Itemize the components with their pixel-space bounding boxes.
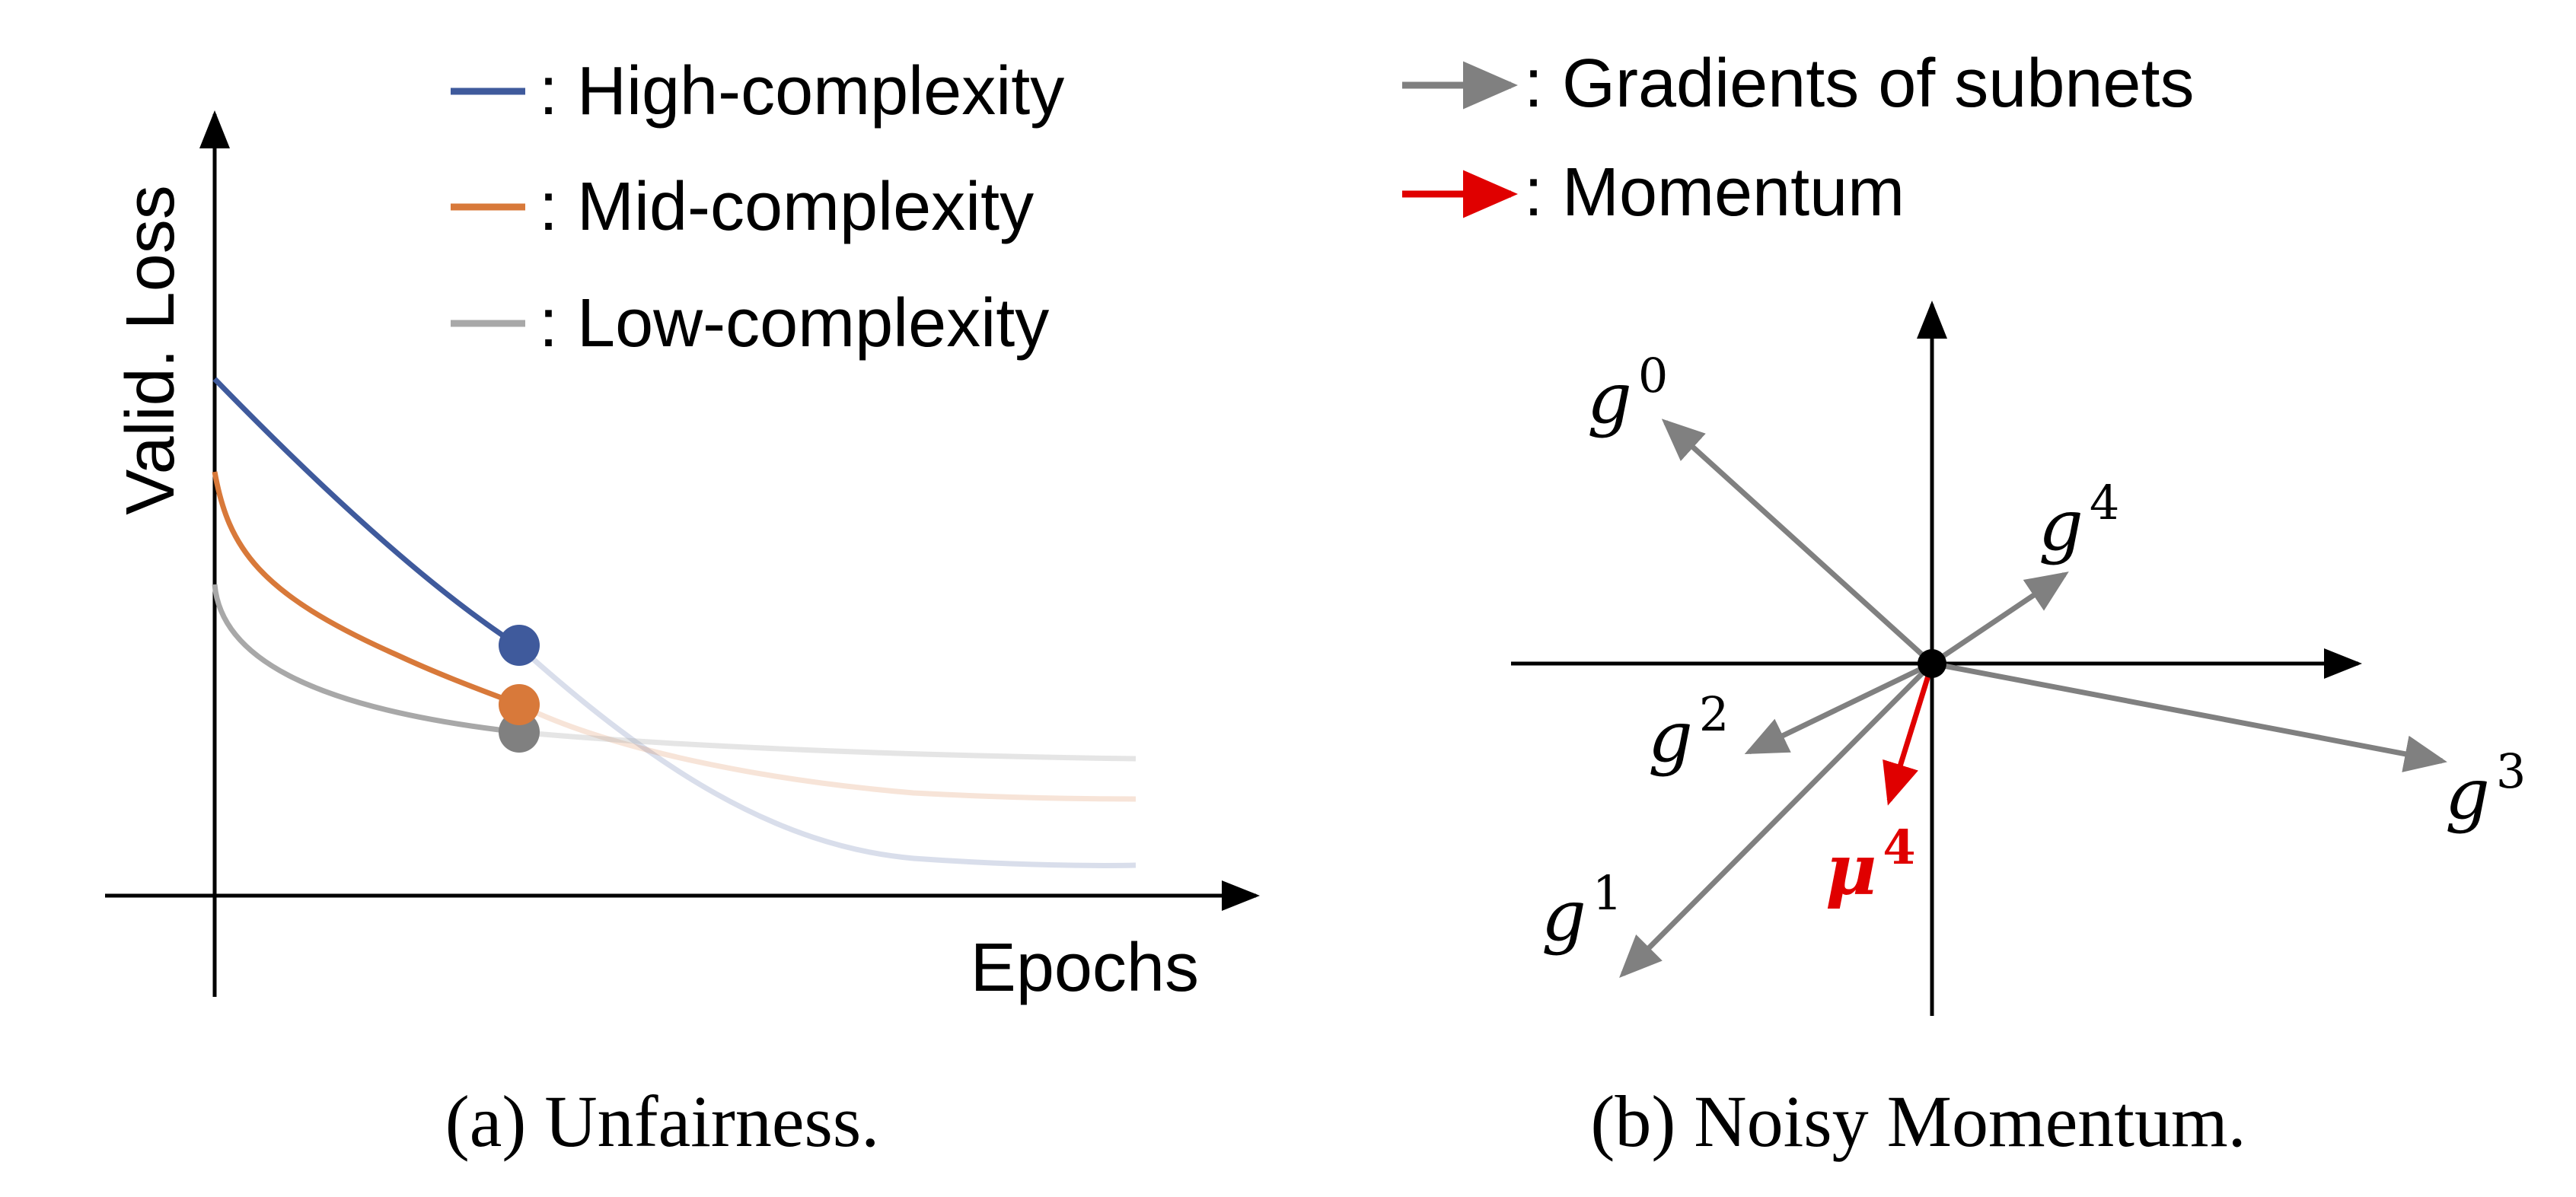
curve-high xyxy=(212,377,519,648)
curve-low xyxy=(212,584,518,735)
dot-high xyxy=(499,625,540,666)
curve-low-faded xyxy=(517,729,1137,762)
vector-g1 xyxy=(1619,661,1934,978)
curve-mid xyxy=(212,471,519,707)
curve-mid-faded xyxy=(516,701,1137,802)
vector-g4 xyxy=(1930,571,2069,666)
legend-label-momentum: : Momentum xyxy=(1524,154,1905,231)
legend-label-gradients: : Gradients of subnets xyxy=(1524,46,2195,122)
caption-a: (a) Unfairness. xyxy=(445,1081,879,1162)
curve-high-faded xyxy=(515,643,1137,868)
dot-mid xyxy=(499,684,540,725)
vector-g0 xyxy=(1661,419,1934,666)
legend-label-low: : Low-complexity xyxy=(539,285,1049,361)
legend-a: : High-complexity : Mid-complexity : Low… xyxy=(451,53,1064,361)
vector-g3 xyxy=(1931,661,2447,772)
panel-a: Valid. Loss Epochs : High-complexity : M… xyxy=(105,53,1260,1162)
legend-b: : Gradients of subnets : Momentum xyxy=(1402,46,2195,231)
vector-g2 xyxy=(1744,661,1934,755)
vector-momentum xyxy=(1883,662,1935,806)
origin-dot xyxy=(1918,649,1946,678)
caption-b: (b) Noisy Momentum. xyxy=(1590,1081,2246,1162)
legend-label-mid: : Mid-complexity xyxy=(539,169,1034,245)
legend-label-high: : High-complexity xyxy=(539,53,1064,129)
y-axis-label: Valid. Loss xyxy=(113,185,189,515)
x-axis-label: Epochs xyxy=(971,930,1199,1006)
